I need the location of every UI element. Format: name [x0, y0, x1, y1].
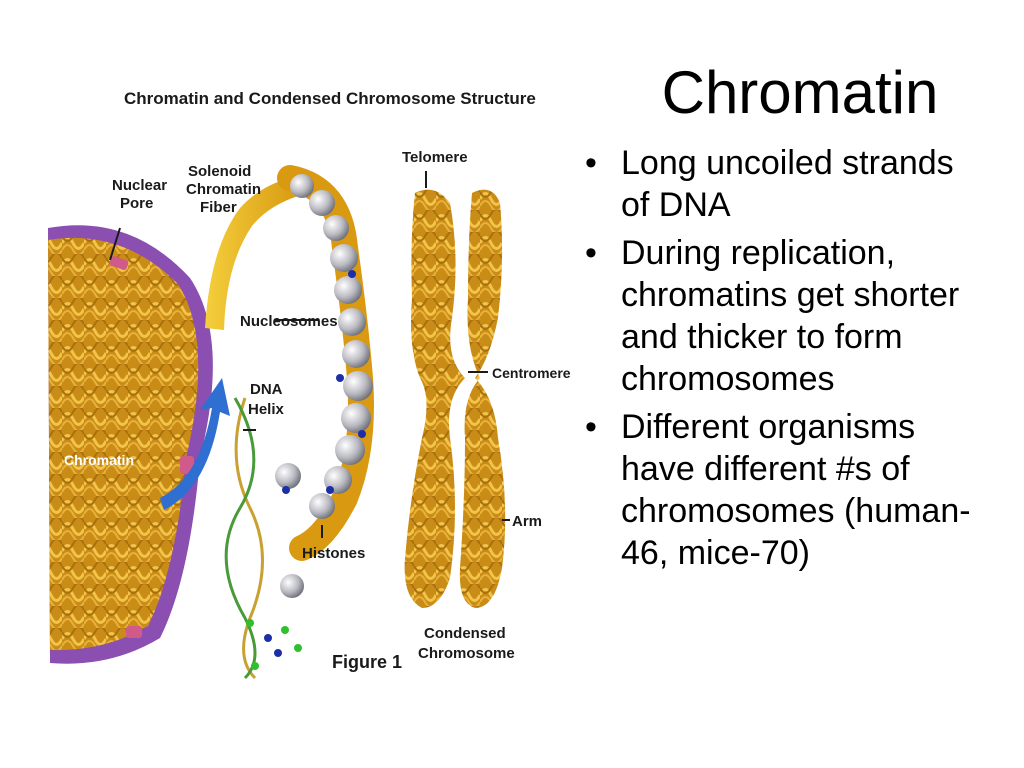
label-telomere: Telomere: [402, 149, 468, 166]
figure-caption: Figure 1: [332, 652, 402, 672]
bullet-text: Long uncoiled strands of DNA: [621, 144, 954, 224]
label-chromatin-nucleus: Chromatin: [64, 452, 134, 468]
bullet-item: • Long uncoiled strands of DNA: [583, 142, 983, 226]
label-dna: DNA: [250, 381, 283, 398]
label-leader-lines: [109, 171, 510, 538]
bullet-dot-icon: •: [585, 408, 597, 446]
label-arm: Arm: [512, 513, 542, 530]
bullet-item: • Different organisms have different #s o…: [583, 406, 983, 574]
label-pore: Pore: [120, 195, 153, 212]
label-nucleosomes: Nucleosomes: [240, 313, 338, 330]
solenoid-fiber-illustration: [205, 178, 298, 330]
slide-title: Chromatin: [661, 59, 939, 126]
bullet-item: • During replication, chromatins get shor…: [583, 232, 983, 400]
label-centromere: Centromere: [492, 365, 570, 381]
dna-helix-illustration: [224, 397, 302, 680]
bullet-text: During replication, chromatins get short…: [621, 234, 960, 398]
label-histones: Histones: [302, 545, 365, 562]
figure-heading: Chromatin and Condensed Chromosome Struc…: [124, 89, 536, 108]
bullet-dot-icon: •: [585, 234, 597, 272]
chromatin-figure: Chromatin and Condensed Chromosome Struc…: [48, 89, 570, 680]
label-condensed: Condensed: [424, 625, 506, 642]
label-solenoid: Solenoid: [188, 163, 251, 180]
label-nuclear: Nuclear: [112, 177, 167, 194]
bullet-dot-icon: •: [585, 144, 597, 182]
arrow-icon: [160, 378, 230, 510]
nucleosome-chain-illustration: [275, 165, 374, 598]
bullet-list: • Long uncoiled strands of DNA • During re…: [583, 142, 983, 580]
label-fiber: Fiber: [200, 199, 237, 216]
condensed-chromosome-illustration: [404, 189, 506, 608]
label-chromosome: Chromosome: [418, 645, 515, 662]
label-chromatin-1: Chromatin: [186, 181, 261, 198]
nucleus-illustration: [48, 225, 213, 664]
label-helix: Helix: [248, 401, 285, 418]
bullet-text: Different organisms have different #s of…: [621, 408, 971, 572]
